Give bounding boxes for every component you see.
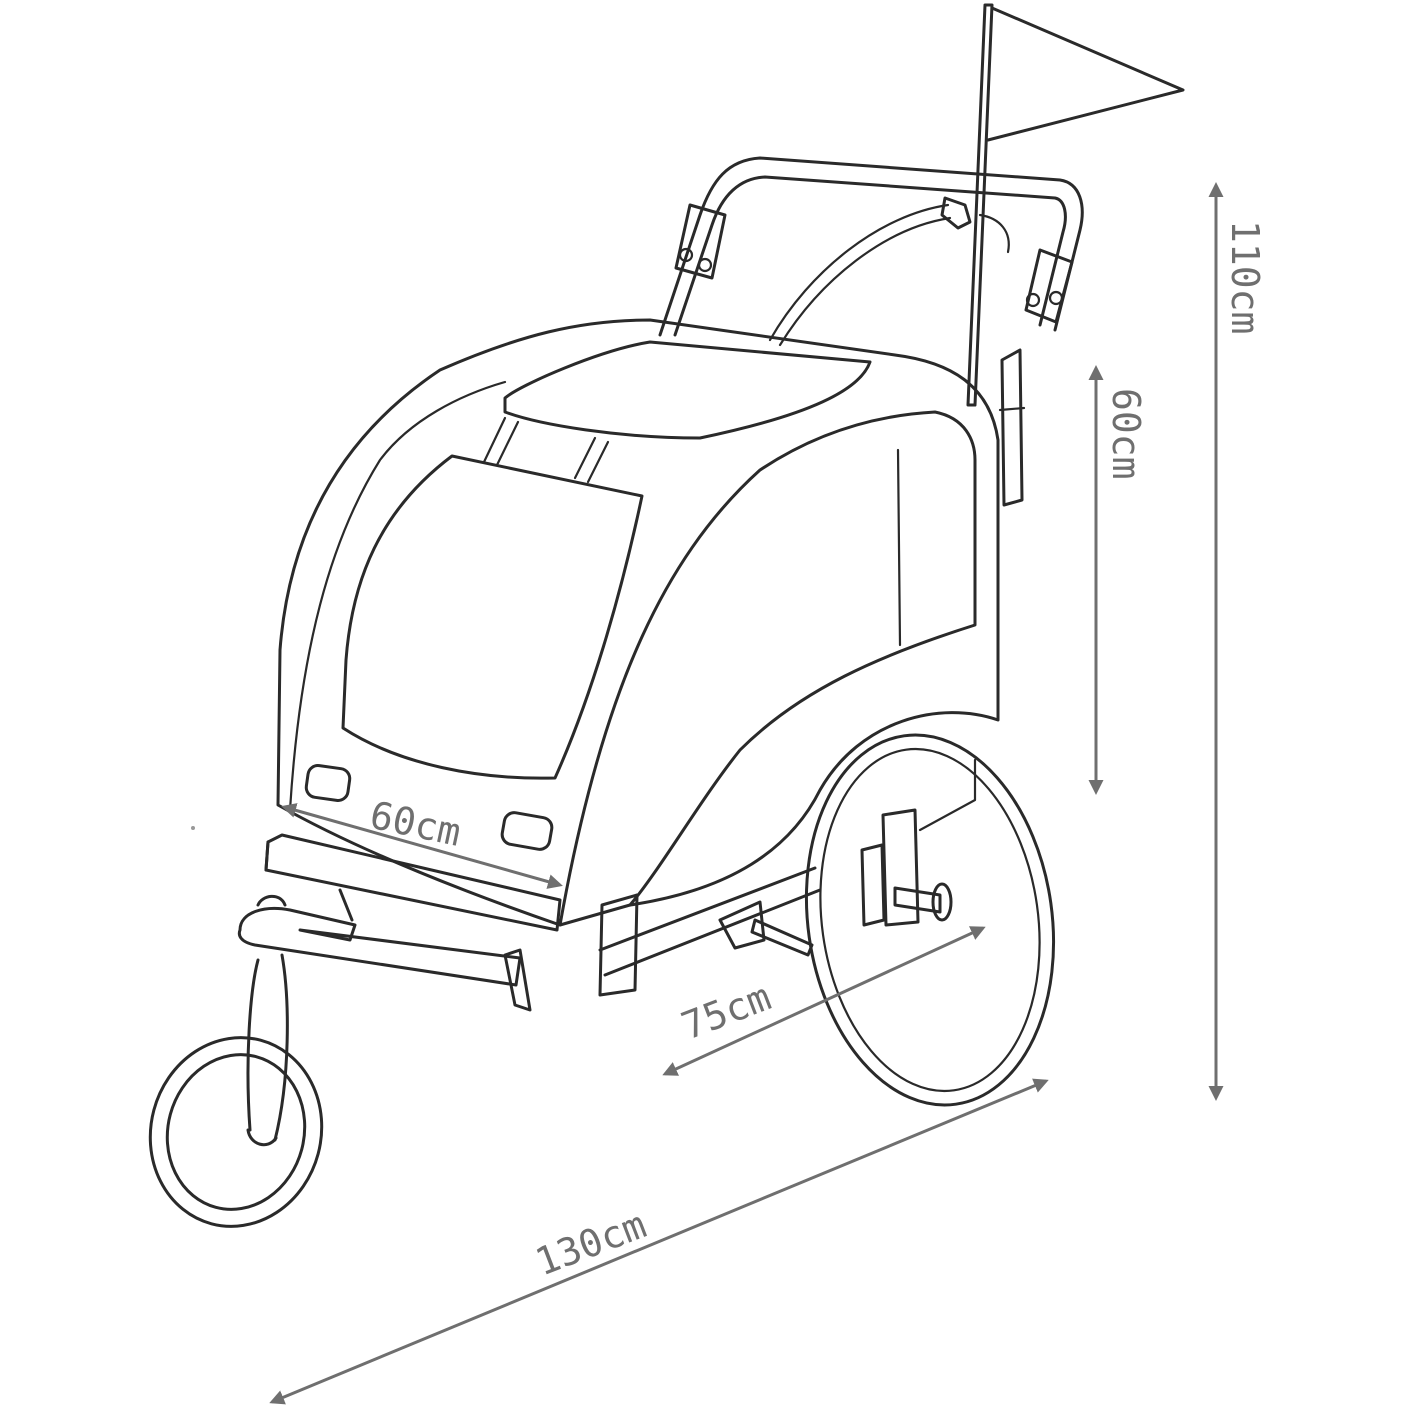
front-wheel bbox=[148, 1036, 324, 1228]
width-front-line bbox=[281, 803, 563, 889]
length-total-label: 130cm bbox=[529, 1202, 652, 1284]
length-total-line bbox=[269, 1078, 1049, 1405]
height-cabin-label: 60cm bbox=[1104, 388, 1148, 480]
push-handle bbox=[658, 156, 1084, 507]
dimension-lines bbox=[269, 182, 1224, 1405]
trailer-drawing bbox=[148, 3, 1185, 1228]
height-total-label: 110cm bbox=[1223, 220, 1267, 334]
wheelbase-line bbox=[662, 926, 986, 1076]
cabin-body bbox=[264, 318, 1000, 932]
safety-flag bbox=[966, 3, 1185, 407]
canopy-strap bbox=[768, 196, 1010, 347]
width-front-label: 60cm bbox=[366, 793, 465, 855]
stray-mark bbox=[191, 826, 195, 830]
dimension-labels: 60cm 110cm 60cm 75cm 130cm bbox=[366, 220, 1267, 1284]
wheelbase-label: 75cm bbox=[675, 975, 776, 1049]
